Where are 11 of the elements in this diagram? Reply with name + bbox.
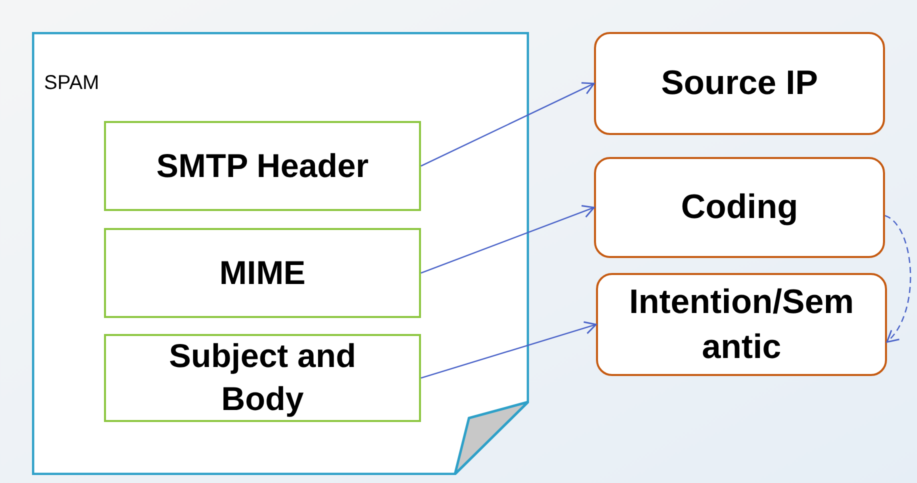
arrow — [420, 82, 595, 167]
rounded-box: Intention/Sem antic — [596, 273, 887, 376]
process-box: Subject and Body — [104, 334, 421, 422]
process-box: SMTP Header — [104, 121, 421, 211]
rounded-box: Coding — [594, 157, 885, 258]
rounded-box: Source IP — [594, 32, 885, 135]
document-title: SPAM — [44, 71, 100, 96]
arrow — [420, 321, 597, 379]
arrow — [420, 205, 595, 274]
process-box: MIME — [104, 228, 421, 318]
arrow — [884, 215, 912, 343]
